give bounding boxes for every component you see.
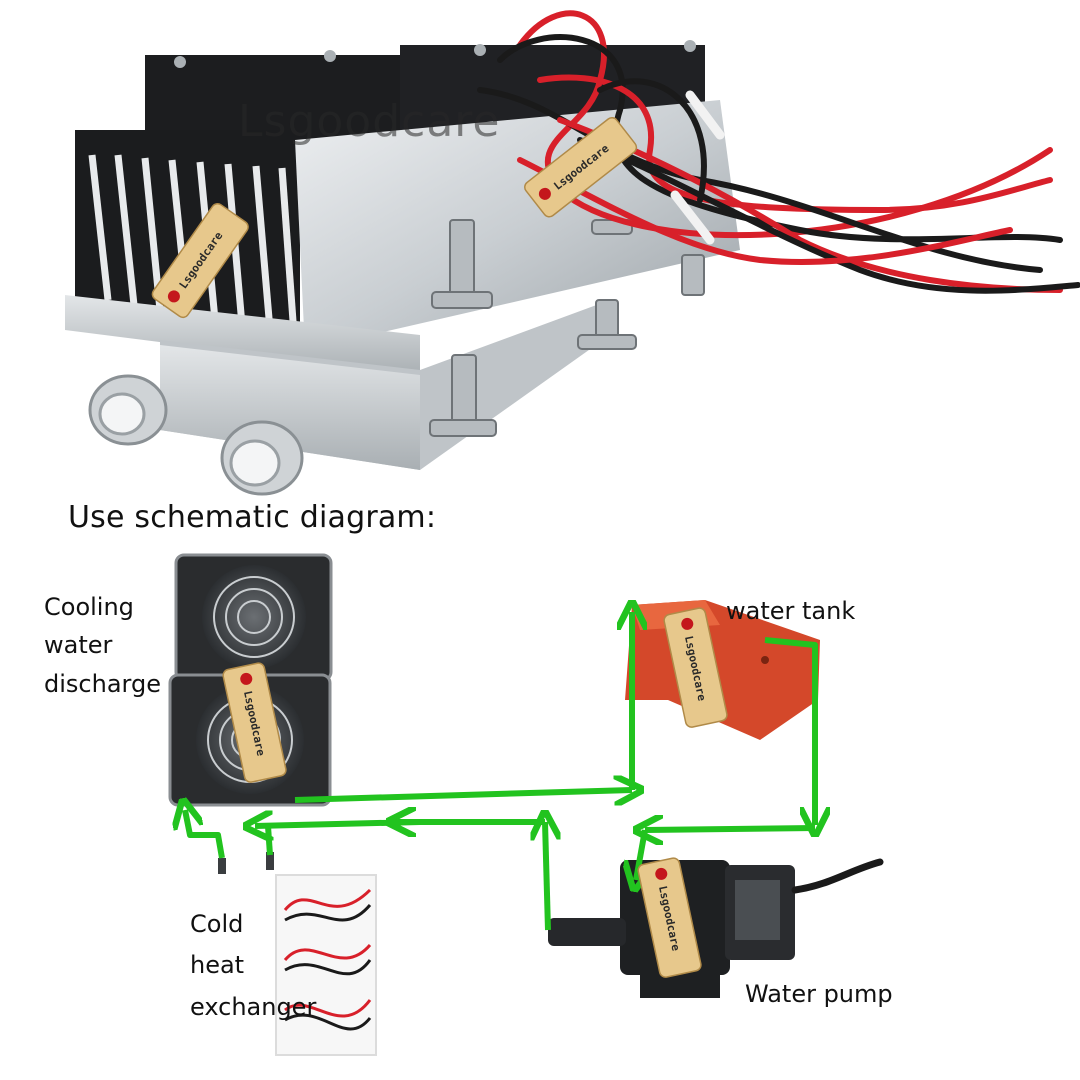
- flow-arrows: [185, 612, 815, 931]
- water-tank-label: water tank: [726, 597, 856, 625]
- peltier-cooler-module: [65, 10, 1080, 496]
- cold-heat-exchanger: [218, 852, 377, 1056]
- water-inlet-outlet-barbs: [88, 374, 304, 496]
- water-pump-label: Water pump: [745, 980, 893, 1008]
- mounting-bolts: [429, 219, 705, 437]
- cable-ties: [670, 90, 725, 245]
- schematic-heading: Use schematic diagram:: [68, 500, 437, 535]
- hang-tag-4: Lsgoodcare: [663, 607, 728, 728]
- hang-tag-5: Lsgoodcare: [637, 857, 702, 978]
- watermark: Lsgoodcare: [238, 96, 501, 147]
- top-fan-housing: [145, 40, 705, 150]
- hang-tag-3: Lsgoodcare: [222, 662, 287, 783]
- cooling-water-discharge-label: Cooling water discharge: [44, 593, 161, 698]
- cold-heat-exchanger-label: Cold heat exchanger: [190, 910, 317, 1021]
